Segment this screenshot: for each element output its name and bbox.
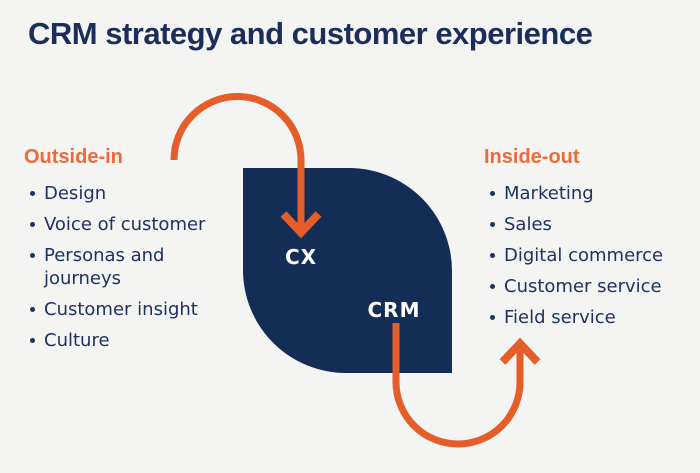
leaf-shape bbox=[243, 168, 452, 373]
page-title: CRM strategy and customer experience bbox=[28, 16, 593, 51]
list-item-label: Customer service bbox=[504, 276, 662, 297]
outside-in-list: Design Voice of customer Personas and jo… bbox=[24, 182, 234, 352]
list-item: Marketing bbox=[484, 182, 694, 205]
outside-in-heading: Outside-in bbox=[24, 146, 123, 168]
bullet-dot bbox=[490, 253, 495, 258]
list-item-label: Digital commerce bbox=[504, 245, 664, 266]
list-item: Personas and journeys bbox=[24, 244, 234, 290]
list-item-label: Personas and journeys bbox=[44, 245, 165, 289]
list-item-label: Customer insight bbox=[44, 299, 198, 320]
list-item-label: Field service bbox=[504, 307, 616, 328]
list-item: Customer service bbox=[484, 275, 694, 298]
list-item: Design bbox=[24, 182, 234, 205]
cx-label: CX bbox=[284, 245, 318, 269]
list-item-label: Design bbox=[44, 183, 107, 204]
list-item-label: Sales bbox=[504, 214, 552, 235]
bullet-dot bbox=[490, 191, 495, 196]
bullet-dot bbox=[30, 191, 35, 196]
arrow-up-arrowhead-icon bbox=[499, 337, 541, 365]
list-item: Culture bbox=[24, 329, 234, 352]
list-item: Sales bbox=[484, 213, 694, 236]
bullet-dot bbox=[490, 315, 495, 320]
bullet-dot bbox=[30, 338, 35, 343]
arrow-down-into-cx bbox=[170, 93, 305, 230]
list-item-label: Marketing bbox=[504, 183, 594, 204]
crm-label: CRM bbox=[367, 298, 421, 322]
list-item-label: Culture bbox=[44, 330, 110, 351]
inside-out-heading: Inside-out bbox=[484, 146, 580, 168]
inside-out-column: Inside-out Marketing Sales Digital comme… bbox=[484, 146, 694, 329]
bullet-dot bbox=[490, 284, 495, 289]
outside-in-column: Outside-in Design Voice of customer Pers… bbox=[24, 146, 234, 352]
list-item: Customer insight bbox=[24, 298, 234, 321]
inside-out-list: Marketing Sales Digital commerce Custome… bbox=[484, 182, 694, 329]
arrow-up-from-crm bbox=[392, 323, 524, 448]
list-item: Voice of customer bbox=[24, 213, 234, 236]
list-item: Field service bbox=[484, 306, 694, 329]
list-item: Digital commerce bbox=[484, 244, 694, 267]
bullet-dot bbox=[30, 222, 35, 227]
bullet-dot bbox=[30, 253, 35, 258]
bullet-dot bbox=[490, 222, 495, 227]
list-item-label: Voice of customer bbox=[44, 214, 206, 235]
bullet-dot bbox=[30, 307, 35, 312]
arrow-down-arrowhead-icon bbox=[280, 211, 322, 239]
